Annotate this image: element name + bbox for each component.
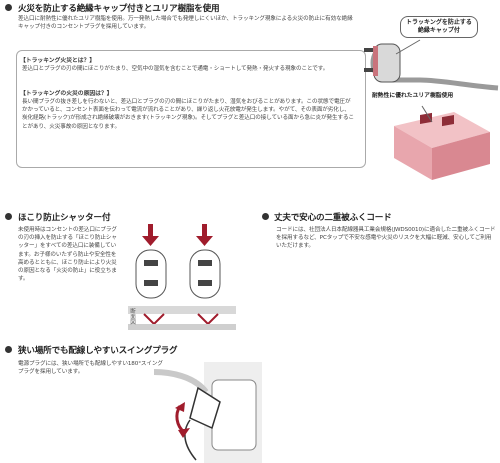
q1-body: 差込口とプラグの刃の間にほこりがたまり、空気中の湿気を含むことで通電・ショートし… bbox=[22, 66, 329, 72]
q1-title: 【トラッキング火災とは？】 bbox=[20, 58, 96, 64]
resin-callout: 耐熱性に優れたユリア樹脂使用 bbox=[372, 93, 454, 99]
q2-body: 長い間プラグの抜き差しを行わないと、差込口とプラグの刃の間にほこりがたまり、湿気… bbox=[22, 99, 354, 130]
section1-heading: 火災を防止する絶縁キャップ付きとユリア樹脂を使用 bbox=[18, 4, 220, 14]
callout-pointer bbox=[395, 39, 421, 55]
section3-body: コードには、社団法人日本配線器具工業会規格(JWDS0010)に適合した二重被ふ… bbox=[276, 227, 496, 250]
cap-callout: トラッキングを防止する 絶縁キャップ付 bbox=[400, 16, 478, 38]
section1-intro: 差込口に耐熱性に優れたユリア樹脂を使用。万一発熱した場合でも発煙しにくいほか、ト… bbox=[18, 16, 353, 31]
section2-heading: ほこり防止シャッター付 bbox=[18, 213, 111, 223]
bullet-icon bbox=[5, 213, 12, 220]
cross-section-caption: 断面図 bbox=[129, 308, 135, 325]
swing-plug-illustration bbox=[153, 362, 262, 463]
q2-title: 【トラッキングの火災の原因は？】 bbox=[20, 91, 113, 97]
resin-outlet-illustration bbox=[394, 105, 490, 180]
tracking-info-box bbox=[16, 50, 366, 168]
bullet-icon bbox=[5, 346, 12, 353]
shutter-illustration bbox=[128, 224, 236, 330]
cap-callout-label: トラッキングを防止する 絶縁キャップ付 bbox=[406, 19, 472, 34]
section3-heading: 丈夫で安心の二重被ふくコード bbox=[274, 213, 392, 223]
section4-heading: 狭い場所でも配線しやすいスイングプラグ bbox=[18, 346, 178, 356]
section2-body: 未使用時はコンセントの差込口にプラグの刃の挿入を防止する「ほこり防止シャッター」… bbox=[18, 227, 117, 283]
bullet-icon bbox=[5, 4, 12, 11]
plug-with-cap-illustration bbox=[364, 43, 499, 91]
section4-body: 電源プラグには、狭い場所でも配線しやすい180°スイングプラグを採用しています。 bbox=[18, 361, 163, 376]
bullet-icon bbox=[262, 213, 269, 220]
